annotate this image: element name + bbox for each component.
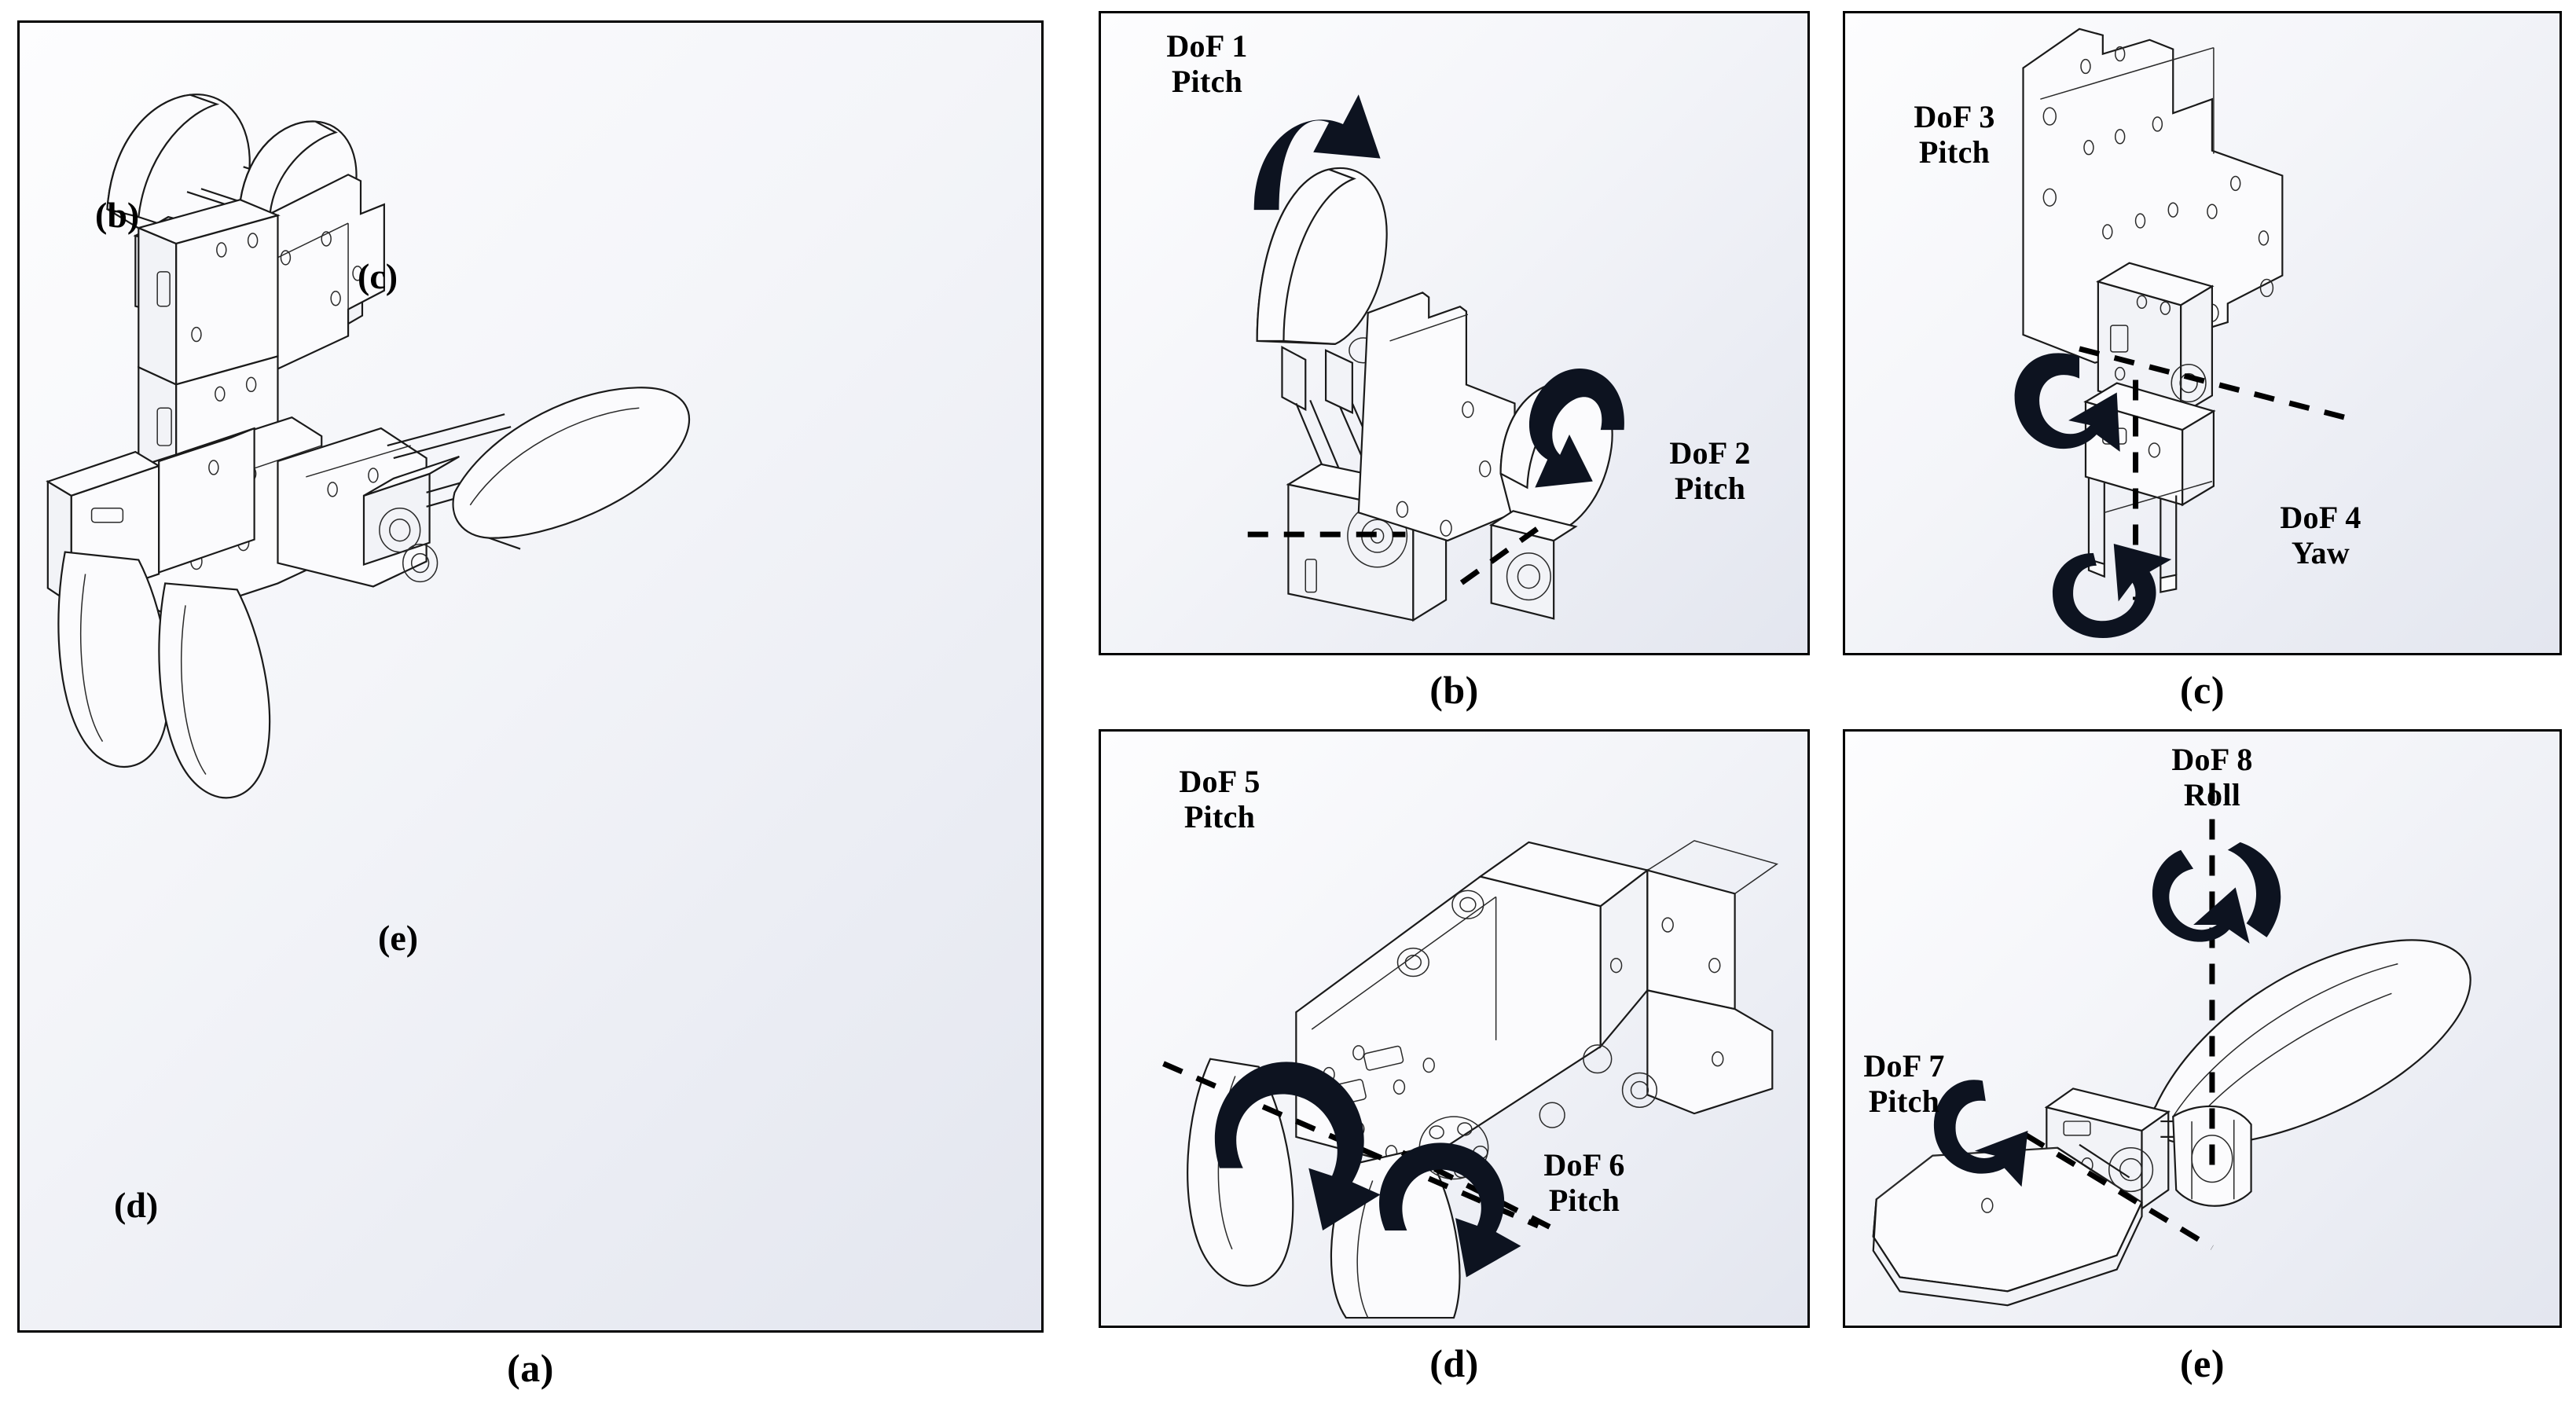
dof8-rotation-arrow <box>2152 842 2281 944</box>
dof2-axis <box>1462 528 1538 582</box>
panel-a-sublabel-c: (c) <box>358 256 398 296</box>
right-arm-assembly <box>277 414 520 586</box>
panel-d-drawing <box>1101 732 1807 1326</box>
dof5-rotation-arrow <box>1214 1062 1381 1230</box>
panel-a-sublabel-b: (b) <box>95 195 140 235</box>
dof6-rotation-arrow <box>1379 1142 1521 1278</box>
right-leg-capsule <box>159 583 270 798</box>
panel-e-drawing <box>1845 732 2559 1326</box>
panel-b-drawing <box>1101 94 1624 653</box>
dof5-hinge-knuckles <box>1397 890 1657 1128</box>
caption-panel-a: (a) <box>507 1346 554 1390</box>
panel-d-dof-5-6: DoF 5 Pitch DoF 6 Pitch <box>1099 729 1810 1328</box>
caption-panel-d: (d) <box>1429 1341 1479 1385</box>
panel-e-dof-7-8: DoF 8 Roll DoF 7 Pitch <box>1843 729 2562 1328</box>
dof-label-4: DoF 4 Yaw <box>2280 500 2361 570</box>
panel-a-overview: (b) (c) (d) (e) <box>17 20 1044 1333</box>
dof2-rotation-arrow <box>1528 368 1624 488</box>
dof1-rotation-arrow <box>1253 94 1381 211</box>
dof2-servo <box>1492 511 1576 618</box>
dof7-connector-arm <box>2057 1145 2129 1181</box>
panel-a-drawing <box>20 23 1041 1330</box>
tail-paddle <box>453 387 689 548</box>
dof-label-8: DoF 8 Roll <box>2171 742 2253 812</box>
panel-c-dof-3-4: DoF 3 Pitch DoF 4 Yaw <box>1843 11 2562 655</box>
dof-label-3: DoF 3 Pitch <box>1914 99 1995 170</box>
dof3-axis <box>2079 349 2345 417</box>
dof1-2-plate <box>1359 292 1515 541</box>
dof-label-5: DoF 5 Pitch <box>1179 764 1260 834</box>
panel-c-drawing <box>2014 13 2559 639</box>
dof-label-6: DoF 6 Pitch <box>1543 1147 1625 1218</box>
right-foot-servo <box>403 545 438 582</box>
caption-panel-c: (c) <box>2180 668 2225 712</box>
panel-a-sublabel-d: (d) <box>114 1185 159 1225</box>
dof5-right-plate <box>1647 990 1772 1113</box>
dof4-rotation-arrow <box>2052 544 2172 639</box>
panel-a-sublabel-e: (e) <box>378 918 419 958</box>
dof7-base-plate <box>1873 1148 2142 1305</box>
dof3-servo-box <box>2098 263 2212 415</box>
panel-b-dof-1-2: DoF 1 Pitch DoF 2 Pitch <box>1099 11 1810 655</box>
dof8-hinge-yoke <box>2160 1106 2251 1206</box>
dof-label-1: DoF 1 Pitch <box>1166 28 1248 99</box>
dof-label-2: DoF 2 Pitch <box>1669 435 1751 506</box>
left-leg-capsule <box>58 552 169 767</box>
dof1-paddle <box>1257 168 1387 344</box>
caption-panel-b: (b) <box>1429 668 1479 712</box>
dof5-axis <box>1163 1064 1538 1226</box>
dof6-axis <box>1402 1153 1550 1227</box>
dof7-rotation-arrow <box>1933 1080 2028 1187</box>
dof3-rotation-arrow <box>2014 353 2120 452</box>
dof7-axis <box>2026 1135 2211 1248</box>
caption-panel-e: (e) <box>2180 1341 2225 1385</box>
dof-label-7: DoF 7 Pitch <box>1863 1048 1945 1119</box>
